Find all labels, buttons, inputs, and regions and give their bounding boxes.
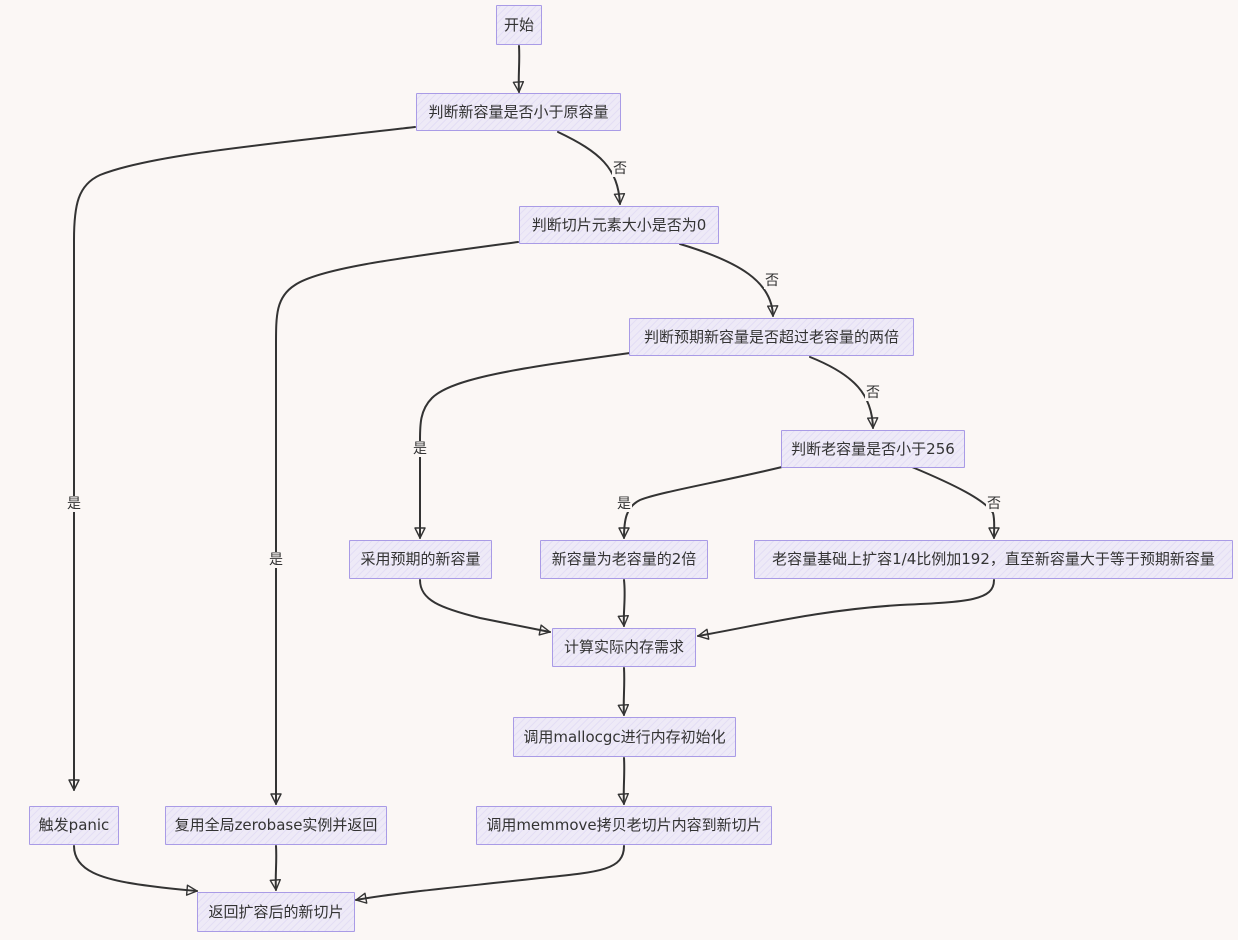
edge-check-256-to-double-cap-yes [618,466,783,539]
node-double-cap[interactable]: 新容量为老容量的2倍 [540,540,708,579]
edge-check-256-to-grow-quarter-no [911,466,1000,539]
edge-use-expected-to-calc-mem [419,579,551,636]
edge-label-yes-4: 是 [616,496,632,512]
edge-label-yes-3: 是 [412,441,428,457]
edge-calc-mem-to-mallocgc [617,667,630,716]
edge-check-elem-to-check-double-no [679,243,779,317]
edge-label-no-2: 否 [764,273,780,289]
edge-grow-quarter-to-calc-mem [697,579,995,640]
node-return-new[interactable]: 返回扩容后的新切片 [197,892,355,932]
edge-check-elem-to-zerobase-yes [270,241,519,805]
node-calc-mem[interactable]: 计算实际内存需求 [552,628,696,667]
edge-double-cap-to-calc-mem [617,579,629,627]
edge-label-no-4: 否 [986,496,1002,512]
edge-zerobase-to-return [269,845,281,891]
edge-check-double-to-use-expected-yes [414,352,631,539]
edge-label-no-3: 否 [865,385,881,401]
edge-mallocgc-to-memmove [617,757,629,805]
node-memmove[interactable]: 调用memmove拷贝老切片内容到新切片 [476,806,772,845]
edge-check-double-to-check-256-no [809,356,879,429]
edge-label-yes-1: 是 [66,496,82,512]
edge-check-cap-to-panic-yes [68,126,416,791]
node-check-cap-smaller[interactable]: 判断新容量是否小于原容量 [416,93,621,131]
node-use-expected[interactable]: 采用预期的新容量 [349,540,492,579]
edge-start-to-check-cap [512,45,525,93]
node-start[interactable]: 开始 [496,5,542,45]
node-grow-quarter[interactable]: 老容量基础上扩容1/4比例加192，直至新容量大于等于预期新容量 [754,540,1233,579]
node-panic[interactable]: 触发panic [29,806,119,845]
node-check-256[interactable]: 判断老容量是否小于256 [781,430,965,468]
edge-panic-to-return [73,845,198,896]
node-check-elem-zero[interactable]: 判断切片元素大小是否为0 [519,206,719,244]
edge-memmove-to-return [355,845,625,904]
edge-check-cap-to-check-elem-no [557,131,626,205]
edge-label-no-1: 否 [612,161,628,177]
node-check-double[interactable]: 判断预期新容量是否超过老容量的两倍 [629,318,914,356]
edge-label-yes-2: 是 [268,552,284,568]
node-mallocgc[interactable]: 调用mallocgc进行内存初始化 [513,717,736,757]
node-zerobase[interactable]: 复用全局zerobase实例并返回 [165,806,387,845]
